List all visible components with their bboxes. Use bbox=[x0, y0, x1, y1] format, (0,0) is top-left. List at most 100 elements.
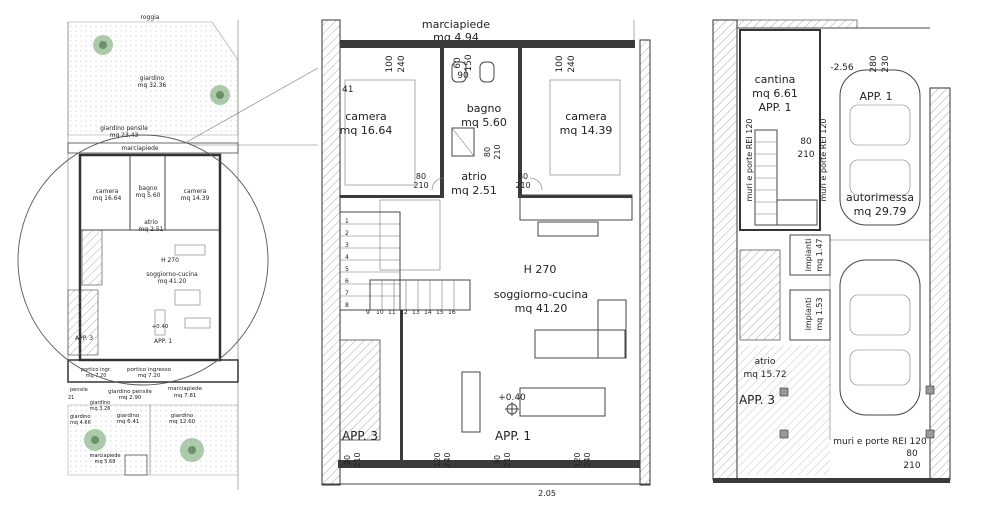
garden-area: mq 3.26 bbox=[90, 406, 111, 412]
toilet bbox=[451, 61, 467, 83]
dimension-label: 2.05 bbox=[538, 489, 556, 498]
room-area: mq 29.79 bbox=[854, 205, 907, 218]
stair-step-number: 2 bbox=[345, 230, 349, 237]
room-area: mq 2.51 bbox=[451, 184, 497, 197]
room-name: camera bbox=[184, 188, 207, 195]
room-name: atrio bbox=[144, 219, 158, 226]
stair-step-number: 9 bbox=[366, 309, 370, 316]
garden-top-name: giardino bbox=[140, 75, 165, 82]
room-name: autorimessa bbox=[846, 191, 914, 204]
door-dimension: 80 bbox=[800, 137, 812, 147]
garden-area: mq 2.90 bbox=[119, 395, 142, 401]
room-name: camera bbox=[345, 110, 387, 123]
room-name: cantina bbox=[755, 73, 796, 86]
walls-label: muri e porte REI 120 bbox=[745, 118, 754, 201]
pillar bbox=[779, 387, 789, 397]
stair-step-number: 5 bbox=[345, 266, 349, 273]
sofa bbox=[534, 329, 626, 359]
height-label: H 270 bbox=[524, 263, 557, 276]
door-dimension: 60 bbox=[453, 57, 463, 69]
door-dimension: 210 bbox=[503, 452, 512, 467]
stair-step-number: 11 bbox=[388, 309, 396, 316]
garage-staircase bbox=[754, 129, 818, 226]
room-area: mq 1.53 bbox=[815, 297, 824, 330]
door-dimension: 90 bbox=[343, 455, 352, 465]
door-dimension: 100 bbox=[555, 55, 565, 72]
stair-step-number: 7 bbox=[345, 290, 349, 297]
room-name: soggiorno-cucina bbox=[494, 288, 588, 301]
room-area: mq 16.64 bbox=[93, 195, 122, 202]
door-dimension: 230 bbox=[881, 55, 891, 72]
room-name: atrio bbox=[755, 357, 776, 367]
door-dimension: 120 bbox=[433, 452, 442, 467]
door-dimension: 240 bbox=[397, 55, 407, 72]
door-dimension: 210 bbox=[903, 461, 920, 471]
level-marker: +0.40 bbox=[498, 393, 526, 403]
sidewalk-name: marciapiede bbox=[168, 386, 203, 392]
pillar bbox=[779, 429, 789, 439]
stair-step-number: 1 bbox=[345, 218, 349, 225]
stair-step-number: 6 bbox=[345, 278, 349, 285]
porch-name: portico ingr. bbox=[81, 367, 111, 373]
apartment-label: APP. 3 bbox=[342, 429, 378, 443]
garden-hanging-area: mq 23.43 bbox=[110, 132, 139, 139]
dining-table bbox=[519, 387, 606, 417]
room-name: camera bbox=[96, 188, 119, 195]
door-dimension: 100 bbox=[385, 55, 395, 72]
garden-area: mq 4.66 bbox=[70, 420, 91, 426]
door-dimension: 240 bbox=[583, 452, 592, 467]
bed bbox=[549, 79, 621, 176]
room-area: mq 14.39 bbox=[560, 124, 613, 137]
door-dimension: 80 bbox=[416, 172, 426, 181]
walls-label: muri e porte REI 120 bbox=[819, 118, 828, 201]
tree-icon bbox=[210, 85, 230, 105]
room-area: mq 1.47 bbox=[815, 238, 824, 271]
room-area: mq 5.60 bbox=[461, 116, 507, 129]
level-marker: +0.40 bbox=[152, 324, 169, 330]
door-dimension: 210 bbox=[515, 181, 530, 190]
stair-step-number: 4 bbox=[345, 254, 349, 261]
room-name: bagno bbox=[139, 185, 158, 192]
porch-area: mq 7.20 bbox=[138, 373, 161, 379]
garden-top-area-text: mq 32.36 bbox=[138, 82, 167, 89]
tree-icon bbox=[93, 35, 113, 55]
stair-step-number: 3 bbox=[345, 242, 349, 249]
level-target-icon bbox=[505, 402, 519, 416]
door-dimension: 280 bbox=[869, 55, 879, 72]
shower bbox=[451, 127, 475, 157]
garage-plan: cantina mq 6.61 APP. 1 -2.56 280 230 APP… bbox=[712, 19, 951, 483]
garden-name: giardino bbox=[90, 400, 110, 406]
room-area: mq 5.60 bbox=[136, 192, 161, 199]
level-marker: -2.56 bbox=[830, 63, 854, 73]
room-area: mq 41.20 bbox=[158, 278, 187, 285]
stair-step-number: 14 bbox=[424, 309, 432, 316]
door-dimension: 210 bbox=[413, 181, 428, 190]
stair-step-number: 8 bbox=[345, 302, 349, 309]
car-icon bbox=[839, 259, 921, 416]
bed bbox=[344, 79, 416, 186]
door-dimension: 240 bbox=[443, 452, 452, 467]
room-name: impianti bbox=[804, 239, 813, 272]
door-dimension: 150 bbox=[464, 54, 474, 71]
room-area: mq 41.20 bbox=[515, 302, 568, 315]
garden-name: giardino bbox=[70, 414, 90, 420]
garden-name: giardino pensile bbox=[108, 389, 152, 395]
door-dimension: 210 bbox=[797, 150, 814, 160]
car-icon bbox=[839, 69, 921, 226]
door-dimension: 90 bbox=[457, 71, 469, 81]
garden-area: mq 12.60 bbox=[169, 419, 196, 425]
stair-app3 bbox=[339, 339, 381, 441]
apartment-label: APP. 1 bbox=[495, 429, 531, 443]
stair-step-number: 16 bbox=[448, 309, 456, 316]
door-dimension: 210 bbox=[493, 144, 502, 159]
apartment-label: APP. 1 bbox=[758, 101, 791, 114]
room-area: mq 6.61 bbox=[752, 87, 798, 100]
room-area: mq 14.39 bbox=[181, 195, 210, 202]
door-dimension: 210 bbox=[353, 452, 362, 467]
room-name: soggiorno-cucina bbox=[146, 271, 198, 278]
sidewalk-area: mq 5.68 bbox=[95, 459, 116, 465]
door-dimension: 80 bbox=[518, 172, 528, 181]
pillar bbox=[925, 385, 935, 395]
